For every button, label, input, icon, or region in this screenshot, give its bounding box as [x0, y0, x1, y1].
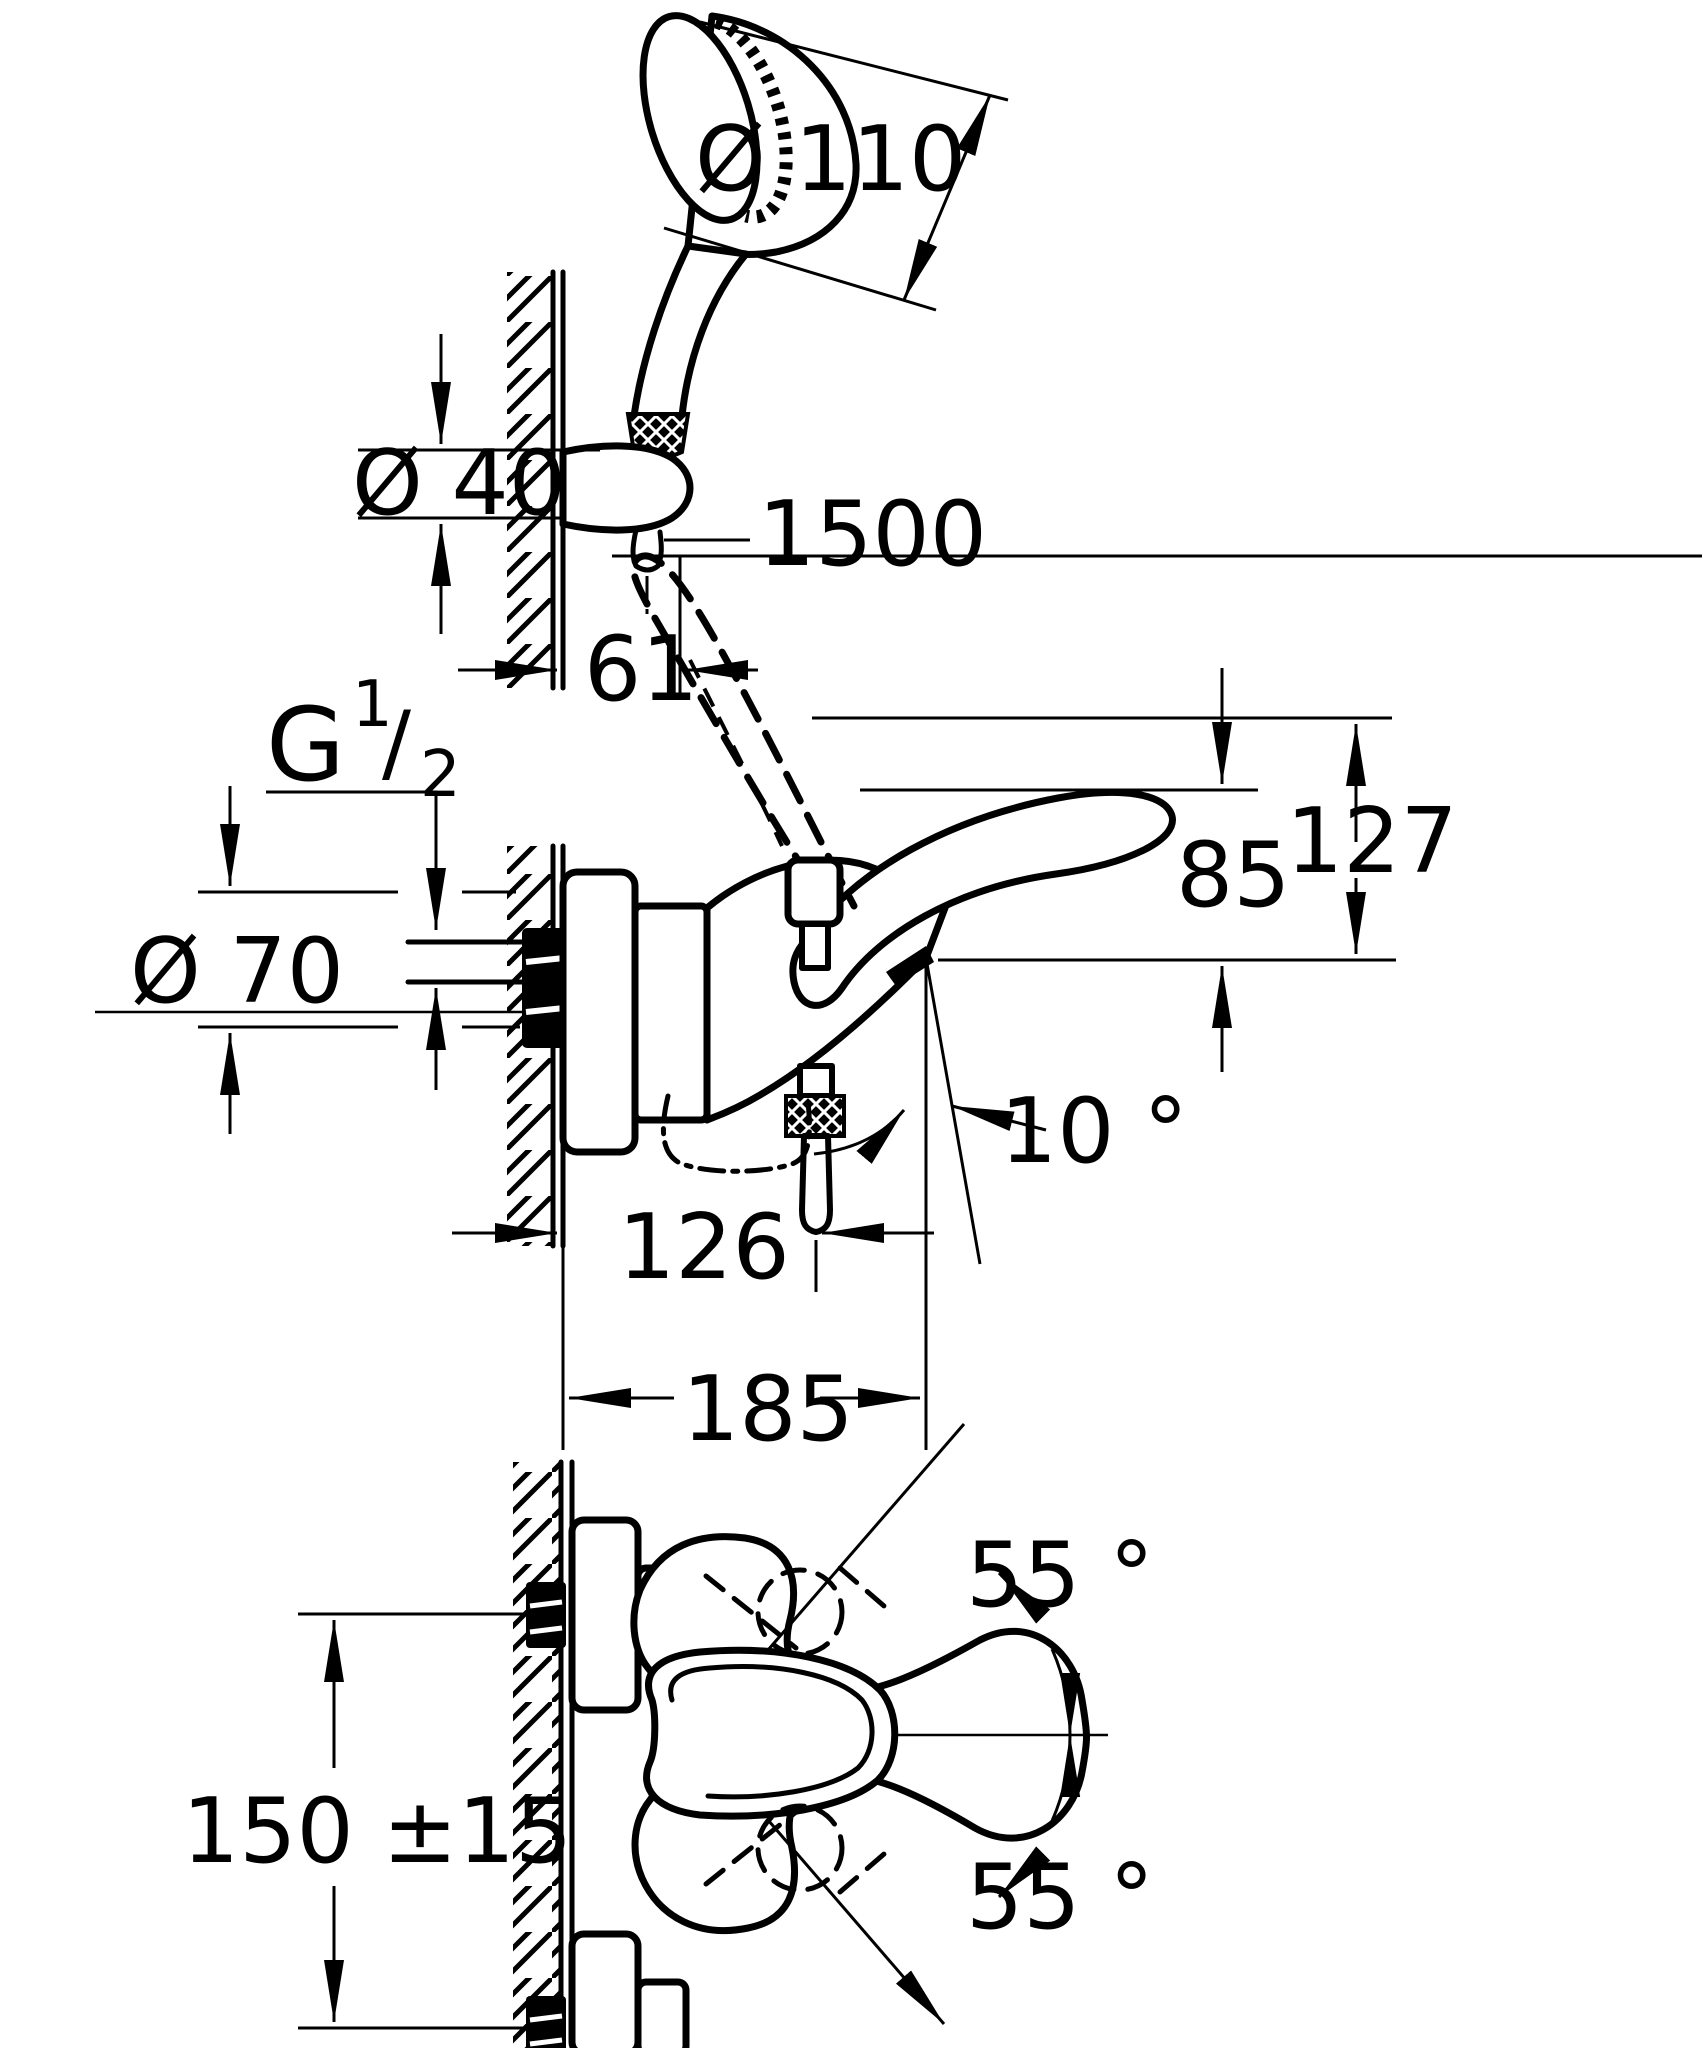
lever-lowered-phantom — [660, 1093, 812, 1174]
lever-top-view — [643, 1646, 899, 1820]
union-nut — [526, 1582, 566, 1648]
nut-facet — [529, 2013, 563, 2023]
body-neck — [631, 902, 711, 1124]
label-wall-offset: 61 — [584, 617, 699, 722]
lever-phantom-inner — [688, 659, 784, 847]
label-total-height: 127 — [1286, 789, 1458, 894]
diverter-stem — [799, 921, 831, 971]
escutcheon — [559, 868, 639, 1156]
wall-hatching — [513, 1462, 561, 2048]
nut-facet — [529, 2037, 563, 2047]
label-thread-g: G — [266, 686, 345, 805]
phantom-edge — [837, 1851, 887, 1895]
label-swing-lower: 55 ° — [966, 1845, 1154, 1950]
spray-face-knurl — [714, 15, 793, 224]
swing-arc-arrow — [813, 1109, 906, 1164]
label-thread-slash: / — [382, 693, 411, 793]
angle-arc-arrow — [997, 1571, 1051, 1624]
label-thread-den: 2 — [420, 738, 461, 812]
union-nut — [526, 1996, 566, 2048]
figure-mixer-side: 85 127 10 ° 126 185 G 1 / 2 Ø 70 — [95, 552, 1702, 1462]
wall-hatching — [507, 272, 553, 688]
angle-leader-arrow — [951, 1104, 1047, 1132]
nut-facet — [529, 1599, 563, 1609]
label-spout-projection: 185 — [682, 1357, 854, 1462]
escutcheon — [568, 1516, 642, 1714]
angle-arc-arrow — [997, 1846, 1051, 1899]
thread-leader-arrow — [266, 790, 446, 930]
shower-face-rim — [639, 12, 761, 224]
phantom-knob-lower — [755, 1803, 845, 1893]
label-holder-diameter: Ø 40 — [352, 431, 566, 536]
extension-line — [699, 20, 1009, 102]
shower-holder — [559, 442, 694, 534]
lever-handle — [789, 788, 1176, 1009]
lever-inner-line — [668, 1664, 875, 1800]
diverter-knob — [784, 856, 844, 928]
swing-limit-line-lower — [766, 1819, 946, 2025]
label-hose-length: 1500 — [758, 482, 987, 587]
nut-facet — [525, 1005, 565, 1015]
spout-outlet-lip — [886, 946, 934, 986]
nut-facet — [529, 1625, 563, 1635]
label-thread-num: 1 — [352, 668, 393, 742]
label-connection-distance: 150 ±15 — [182, 1779, 572, 1884]
hose-shank — [797, 1063, 835, 1099]
nut-facet — [525, 955, 565, 965]
angle-arc-arrow — [1050, 1734, 1081, 1822]
label-hose-offset: 126 — [618, 1195, 790, 1300]
label-escutcheon-diameter: Ø 70 — [130, 919, 344, 1024]
swing-limit-line-upper — [766, 1423, 966, 1651]
shower-handle — [630, 242, 750, 420]
phantom-knob-upper — [755, 1567, 845, 1657]
figure-hand-shower: Ø 110 Ø 40 1500 61 — [352, 12, 1009, 722]
escutcheon — [568, 1930, 642, 2048]
hose-tube — [799, 1133, 833, 1235]
label-spout-angle: 10 ° — [1000, 1079, 1188, 1184]
phantom-edge — [703, 1809, 799, 1887]
hose-nut-knurl — [784, 1094, 846, 1138]
angle-arc-arrow — [1050, 1648, 1081, 1736]
label-head-diameter: Ø 110 — [695, 107, 966, 212]
figure-mixer-top: 150 ±15 55 ° 55 ° — [182, 1423, 1154, 2048]
phantom-edge — [837, 1565, 887, 1609]
dimension-line — [902, 94, 992, 301]
connection-cylinder — [634, 1978, 690, 2048]
extension-line — [663, 226, 937, 312]
label-body-height: 85 — [1176, 823, 1291, 928]
label-swing-upper: 55 ° — [966, 1523, 1154, 1628]
